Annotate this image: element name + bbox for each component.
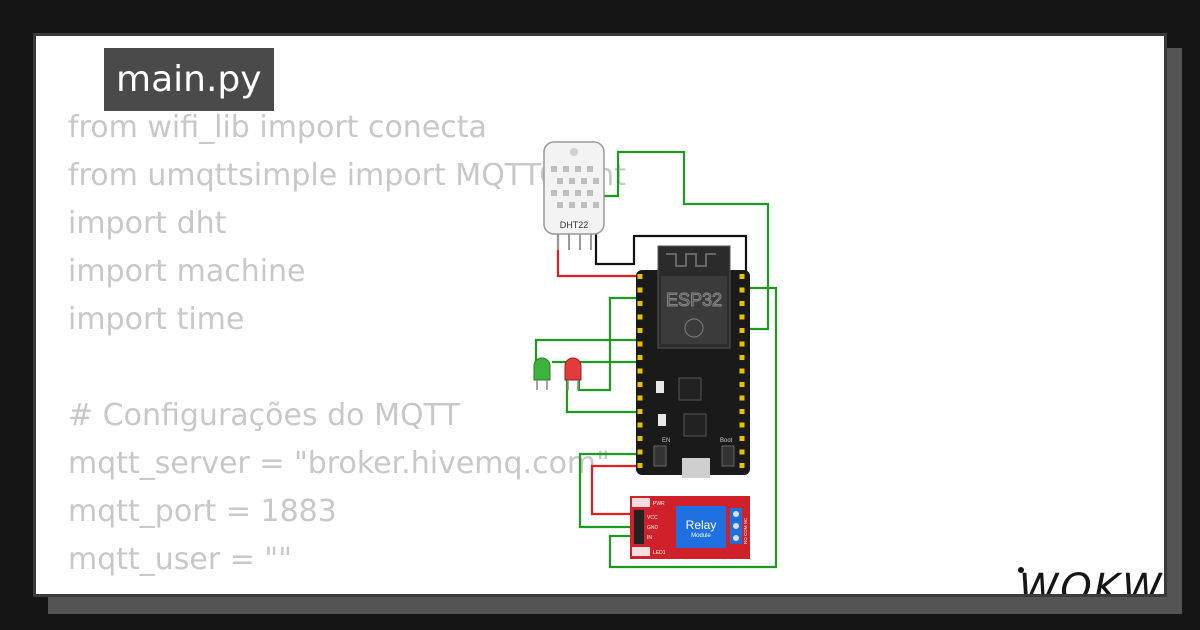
circuit-diagram: DHT22 ESP32 EN Boot <box>533 141 778 569</box>
wire-green <box>578 452 645 529</box>
header-pin <box>637 287 643 293</box>
header-pin <box>637 274 643 279</box>
code-line: import machine <box>68 254 306 289</box>
relay-gnd-label: GND <box>647 525 659 531</box>
relay-in-label: IN <box>647 535 652 541</box>
wire-green <box>577 296 640 392</box>
dht22-sensor: DHT22 <box>543 141 605 250</box>
en-button-label: EN <box>662 438 670 444</box>
header-pin <box>739 314 745 320</box>
code-line: # Configurações do MQTT <box>68 398 460 433</box>
header-pin <box>739 341 745 347</box>
header-pin <box>637 301 643 306</box>
header-pin <box>637 314 643 320</box>
relay-vcc-label: VCC <box>647 515 658 521</box>
code-line: import time <box>68 302 245 337</box>
wire-red <box>556 234 640 278</box>
header-pin <box>637 436 643 441</box>
header-pin <box>637 395 643 401</box>
header-pin <box>739 395 745 401</box>
header-pin <box>637 463 643 468</box>
wire-green <box>608 286 778 569</box>
relay-label: Relay <box>686 518 717 532</box>
header-pin <box>739 301 745 306</box>
header-pin <box>739 328 745 333</box>
esp32-label: ESP32 <box>666 290 722 310</box>
header-pin <box>637 341 643 347</box>
boot-button-label: Boot <box>720 438 733 444</box>
code-line: from wifi_lib import conecta <box>68 110 487 145</box>
header-pin <box>739 287 745 293</box>
wire-green <box>565 380 640 414</box>
header-pin <box>739 449 745 455</box>
code-line: mqtt_password = "" <box>68 584 626 594</box>
relay-module: PWR LED1 VCC GND IN Relay Module NO COM … <box>630 496 750 559</box>
header-pin <box>637 382 643 387</box>
header-pin <box>739 436 745 441</box>
green-led <box>533 357 551 390</box>
relay-led1-label: LED1 <box>653 550 666 556</box>
wokwi-logo: WOKWI <box>1018 566 1167 597</box>
code-line: mqtt_port = 1883 <box>68 494 337 529</box>
relay-pwr-label: PWR <box>653 501 665 507</box>
header-pin <box>637 409 643 414</box>
header-pin <box>637 355 643 360</box>
red-led <box>564 357 582 390</box>
code-line: mqtt_user = "" <box>68 542 293 577</box>
esp32-board: ESP32 EN Boot <box>636 245 750 478</box>
dht22-label: DHT22 <box>560 220 589 230</box>
header-pin <box>739 355 745 360</box>
header-pin <box>739 368 745 374</box>
header-pin <box>739 409 745 414</box>
wire-black <box>594 234 748 272</box>
header-pin <box>739 422 745 428</box>
header-pin <box>739 463 745 468</box>
header-pin <box>739 274 745 279</box>
header-pin <box>637 422 643 428</box>
code-line: import dht <box>68 206 227 241</box>
header-pin <box>739 382 745 387</box>
relay-out-pins-label: NO COM NC <box>743 517 748 544</box>
relay-sub-label: Module <box>691 533 711 539</box>
header-pin <box>637 368 643 374</box>
file-tab[interactable]: main.py <box>104 48 274 111</box>
wokwi-logo-text: WOKWI <box>1019 566 1167 597</box>
code-line: mqtt_server = "broker.hivemq.com" <box>68 446 610 481</box>
header-pin <box>637 328 643 333</box>
header-pin <box>637 449 643 455</box>
